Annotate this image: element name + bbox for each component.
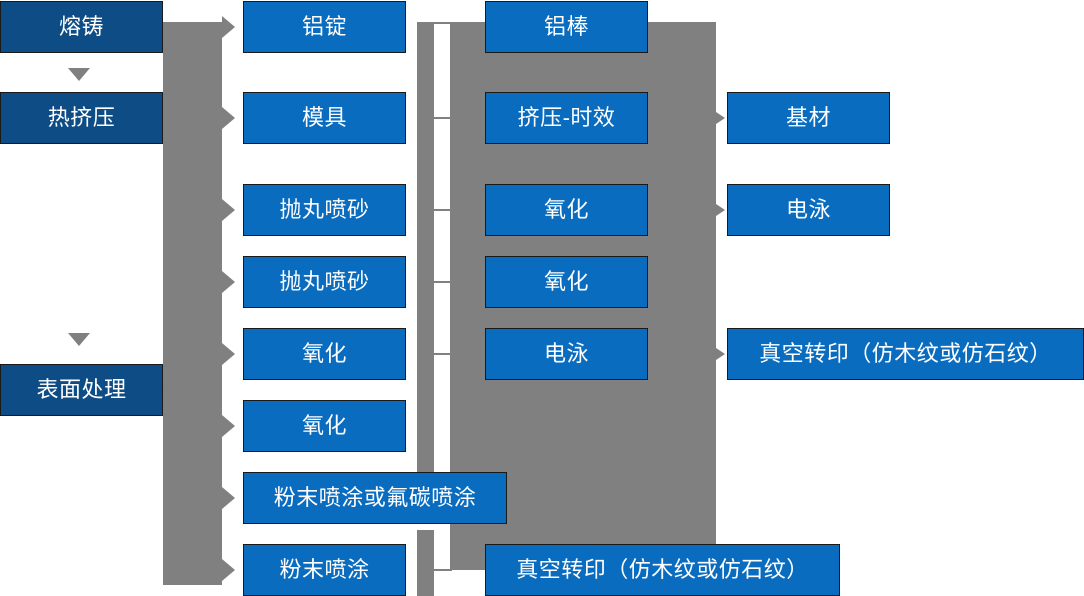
connector-arrow-substep-8: [222, 559, 235, 581]
connector-tick-7: [434, 569, 452, 571]
connector-arrow-down-stage2-stage3: [68, 333, 90, 346]
connector-arrow-result-1: [705, 112, 725, 124]
substep-box-5[interactable]: 氧化: [243, 328, 406, 380]
process-label-1: 铝棒: [543, 13, 589, 39]
connector-tick-2: [434, 117, 452, 119]
substep-box-8[interactable]: 粉末喷涂: [243, 544, 406, 596]
process-box-1[interactable]: 铝棒: [485, 1, 648, 53]
connector-arrow-substep-4: [222, 271, 235, 293]
result-label-1: 基材: [785, 104, 831, 130]
result-box-3[interactable]: 真空转印（仿木纹或仿石纹）: [727, 328, 1084, 380]
substep-label-2: 模具: [301, 104, 347, 130]
connector-arrow-substep-3: [222, 199, 235, 221]
connector-arrow-substep-5: [222, 343, 235, 365]
process-box-3[interactable]: 氧化: [485, 184, 648, 236]
result-label-2: 电泳: [785, 196, 831, 222]
stage-box-1[interactable]: 熔铸: [0, 1, 163, 53]
connector-band-stage-to-substep: [163, 22, 222, 585]
substep-label-5: 氧化: [301, 340, 347, 366]
connector-stub-stage3: [163, 389, 185, 391]
substep-label-6: 氧化: [301, 412, 347, 438]
process-box-5[interactable]: 电泳: [485, 328, 648, 380]
stage-box-2[interactable]: 热挤压: [0, 92, 163, 144]
process-label-4: 氧化: [543, 268, 589, 294]
substep-label-1: 铝锭: [301, 13, 347, 39]
substep-box-6[interactable]: 氧化: [243, 400, 406, 452]
process-label-6: 真空转印（仿木纹或仿石纹）: [516, 556, 809, 582]
substep-label-4: 抛丸喷砂: [279, 268, 370, 294]
connector-tick-5: [434, 353, 452, 355]
stage-label-3: 表面处理: [36, 376, 127, 402]
connector-tick-4: [434, 281, 452, 283]
process-label-2: 挤压-时效: [517, 104, 616, 130]
process-box-2[interactable]: 挤压-时效: [485, 92, 648, 144]
substep-box-1[interactable]: 铝锭: [243, 1, 406, 53]
stage-label-1: 熔铸: [58, 13, 104, 39]
stage-label-2: 热挤压: [47, 104, 116, 130]
result-box-2[interactable]: 电泳: [727, 184, 890, 236]
connector-rail-upper: [417, 22, 434, 505]
substep-box-4[interactable]: 抛丸喷砂: [243, 256, 406, 308]
connector-rail-lower: [417, 530, 434, 596]
process-box-4[interactable]: 氧化: [485, 256, 648, 308]
connector-arrow-substep-1: [222, 16, 235, 38]
connector-tick-1: [434, 22, 452, 24]
substep-box-3[interactable]: 抛丸喷砂: [243, 184, 406, 236]
connector-arrow-substep-7: [222, 487, 235, 509]
result-label-3: 真空转印（仿木纹或仿石纹）: [759, 340, 1052, 366]
connector-arrow-substep-2: [222, 107, 235, 129]
substep-box-2[interactable]: 模具: [243, 92, 406, 144]
substep-box-7[interactable]: 粉末喷涂或氟碳喷涂: [243, 472, 507, 524]
result-box-1[interactable]: 基材: [727, 92, 890, 144]
substep-label-8: 粉末喷涂: [279, 556, 370, 582]
connector-tick-3: [434, 209, 452, 211]
process-box-6[interactable]: 真空转印（仿木纹或仿石纹）: [485, 544, 840, 596]
substep-label-3: 抛丸喷砂: [279, 196, 370, 222]
substep-label-7: 粉末喷涂或氟碳喷涂: [273, 484, 477, 510]
connector-arrow-result-3: [705, 348, 725, 360]
connector-arrow-result-2: [705, 204, 725, 216]
connector-arrow-down-stage1-stage2: [68, 68, 90, 81]
stage-box-3[interactable]: 表面处理: [0, 364, 163, 416]
process-label-3: 氧化: [543, 196, 589, 222]
connector-arrow-substep-6: [222, 415, 235, 437]
process-label-5: 电泳: [543, 340, 589, 366]
